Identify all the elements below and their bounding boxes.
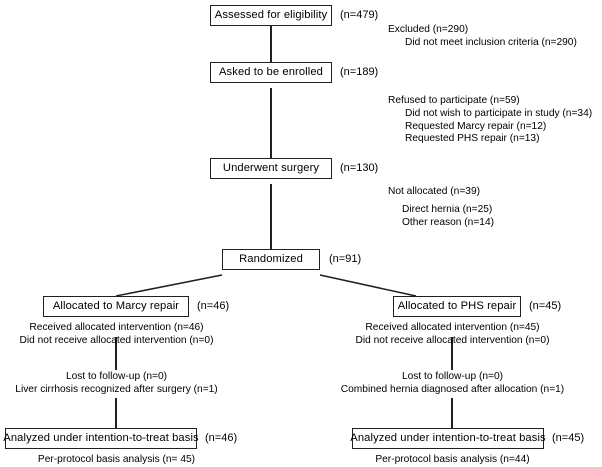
note-phs-per-protocol-line1: Per-protocol basis analysis (n=44) — [375, 454, 530, 465]
note-excluded-heading: Excluded (n=290) — [388, 24, 469, 35]
connector-randomized-to-phs — [319, 274, 417, 297]
node-assessed-for-eligibility[interactable]: Assessed for eligibility — [210, 5, 332, 26]
note-refused-line3: Requested PHS repair (n=13) — [405, 133, 540, 145]
note-not-allocated-heading: Not allocated (n=39) — [388, 186, 481, 197]
node-surgery-label: Underwent surgery — [222, 161, 320, 174]
node-allocated-to-marcy-repair[interactable]: Allocated to Marcy repair — [43, 296, 189, 317]
count-alloc-marcy: (n=46) — [197, 300, 230, 312]
note-refused: Refused to participate (n=59) Did not wi… — [388, 95, 592, 146]
node-analyzed-phs-label: Analyzed under intention-to-treat basis — [350, 431, 546, 444]
note-phs-intervention: Received allocated intervention (n=45) D… — [336, 321, 569, 347]
node-underwent-surgery[interactable]: Underwent surgery — [210, 158, 332, 179]
note-excluded: Excluded (n=290) Did not meet inclusion … — [388, 24, 577, 50]
note-marcy-intervention-line1: Received allocated intervention (n=46) — [29, 322, 204, 333]
note-marcy-per-protocol: Per-protocol basis analysis (n= 45) — [0, 453, 233, 466]
node-randomized-label: Randomized — [239, 252, 303, 265]
count-analyzed-marcy: (n=46) — [205, 432, 238, 444]
note-not-allocated: Not allocated (n=39) Direct hernia (n=25… — [388, 186, 494, 229]
note-refused-line2: Requested Marcy repair (n=12) — [405, 120, 547, 132]
count-surgery: (n=130) — [340, 162, 379, 174]
note-refused-heading: Refused to participate (n=59) — [388, 95, 520, 106]
note-marcy-followup-line2: Liver cirrhosis recognized after surgery… — [15, 384, 218, 395]
note-phs-followup: Lost to follow-up (n=0) Combined hernia … — [336, 370, 569, 396]
node-allocated-to-phs-repair[interactable]: Allocated to PHS repair — [393, 296, 521, 317]
note-phs-followup-line1: Lost to follow-up (n=0) — [401, 371, 504, 382]
note-phs-intervention-line2: Did not receive allocated intervention (… — [355, 335, 550, 346]
note-refused-line1: Did not wish to participate in study (n=… — [405, 107, 593, 119]
note-phs-followup-line2: Combined hernia diagnosed after allocati… — [340, 384, 565, 395]
node-assessed-label: Assessed for eligibility — [214, 8, 328, 21]
connector-randomized-to-marcy — [115, 274, 223, 297]
note-not-allocated-line1: Direct hernia (n=25) — [402, 203, 493, 215]
count-asked: (n=189) — [340, 66, 379, 78]
node-alloc-phs-label: Allocated to PHS repair — [397, 299, 517, 312]
note-marcy-followup-line1: Lost to follow-up (n=0) — [65, 371, 168, 382]
node-analyzed-phs[interactable]: Analyzed under intention-to-treat basis — [350, 428, 546, 449]
note-excluded-line1: Did not meet inclusion criteria (n=290) — [405, 36, 577, 48]
count-alloc-phs: (n=45) — [529, 300, 562, 312]
note-marcy-intervention-line2: Did not receive allocated intervention (… — [19, 335, 214, 346]
count-analyzed-phs: (n=45) — [552, 432, 585, 444]
note-marcy-intervention: Received allocated intervention (n=46) D… — [0, 321, 233, 347]
note-phs-per-protocol: Per-protocol basis analysis (n=44) — [336, 453, 569, 466]
node-analyzed-marcy[interactable]: Analyzed under intention-to-treat basis — [3, 428, 199, 449]
node-analyzed-marcy-label: Analyzed under intention-to-treat basis — [3, 431, 199, 444]
count-assessed: (n=479) — [340, 9, 379, 21]
node-asked-label: Asked to be enrolled — [219, 65, 323, 78]
note-marcy-followup: Lost to follow-up (n=0) Liver cirrhosis … — [0, 370, 233, 396]
note-not-allocated-line2: Other reason (n=14) — [402, 216, 495, 228]
count-randomized: (n=91) — [329, 253, 362, 265]
node-alloc-marcy-label: Allocated to Marcy repair — [52, 299, 180, 312]
node-randomized[interactable]: Randomized — [222, 249, 320, 270]
note-phs-intervention-line1: Received allocated intervention (n=45) — [365, 322, 540, 333]
note-marcy-per-protocol-line1: Per-protocol basis analysis (n= 45) — [37, 454, 196, 465]
node-asked-to-be-enrolled[interactable]: Asked to be enrolled — [210, 62, 332, 83]
